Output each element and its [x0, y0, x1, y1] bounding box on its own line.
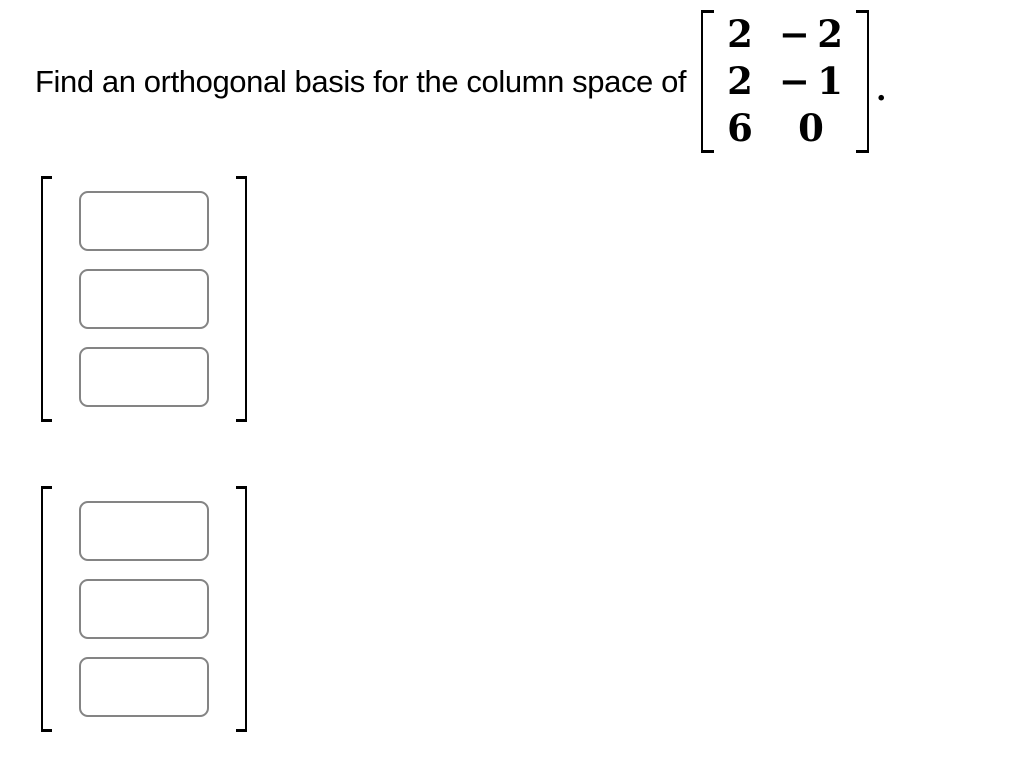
- question-text: Find an orthogonal basis for the column …: [35, 63, 687, 99]
- matrix-cells: 2 − 2 2 − 1 6 0: [714, 10, 856, 153]
- matrix-cell-r1c1: 2: [727, 12, 753, 56]
- matrix-cell-r3c2: 0: [798, 106, 824, 150]
- vector-1-entry-1[interactable]: [79, 191, 209, 251]
- matrix-cell-r2c2: − 1: [778, 59, 844, 103]
- coefficient-matrix: 2 − 2 2 − 1 6 0: [701, 10, 870, 153]
- matrix-cell-r1c2: − 2: [778, 12, 844, 56]
- vector-1-entries: [52, 176, 236, 422]
- vector-1-entry-2[interactable]: [79, 269, 209, 329]
- matrix-cell-r2c1: 2: [727, 59, 753, 103]
- vector-1-entry-3[interactable]: [79, 347, 209, 407]
- matrix-right-bracket: [856, 10, 870, 153]
- vector-2-entry-1[interactable]: [79, 501, 209, 561]
- matrix-cell-r3c1: 6: [727, 106, 753, 150]
- question-period: .: [876, 73, 887, 108]
- vector-2-entry-3[interactable]: [79, 657, 209, 717]
- vector-2-left-bracket: [41, 486, 52, 732]
- vector-2-entries: [52, 486, 236, 732]
- vector-1-right-bracket: [236, 176, 247, 422]
- vector-2-entry-2[interactable]: [79, 579, 209, 639]
- answer-vector-1: [41, 176, 247, 422]
- answer-vector-2: [41, 486, 247, 732]
- vector-1-left-bracket: [41, 176, 52, 422]
- question-row: Find an orthogonal basis for the column …: [35, 10, 887, 153]
- matrix-left-bracket: [701, 10, 715, 153]
- vector-2-right-bracket: [236, 486, 247, 732]
